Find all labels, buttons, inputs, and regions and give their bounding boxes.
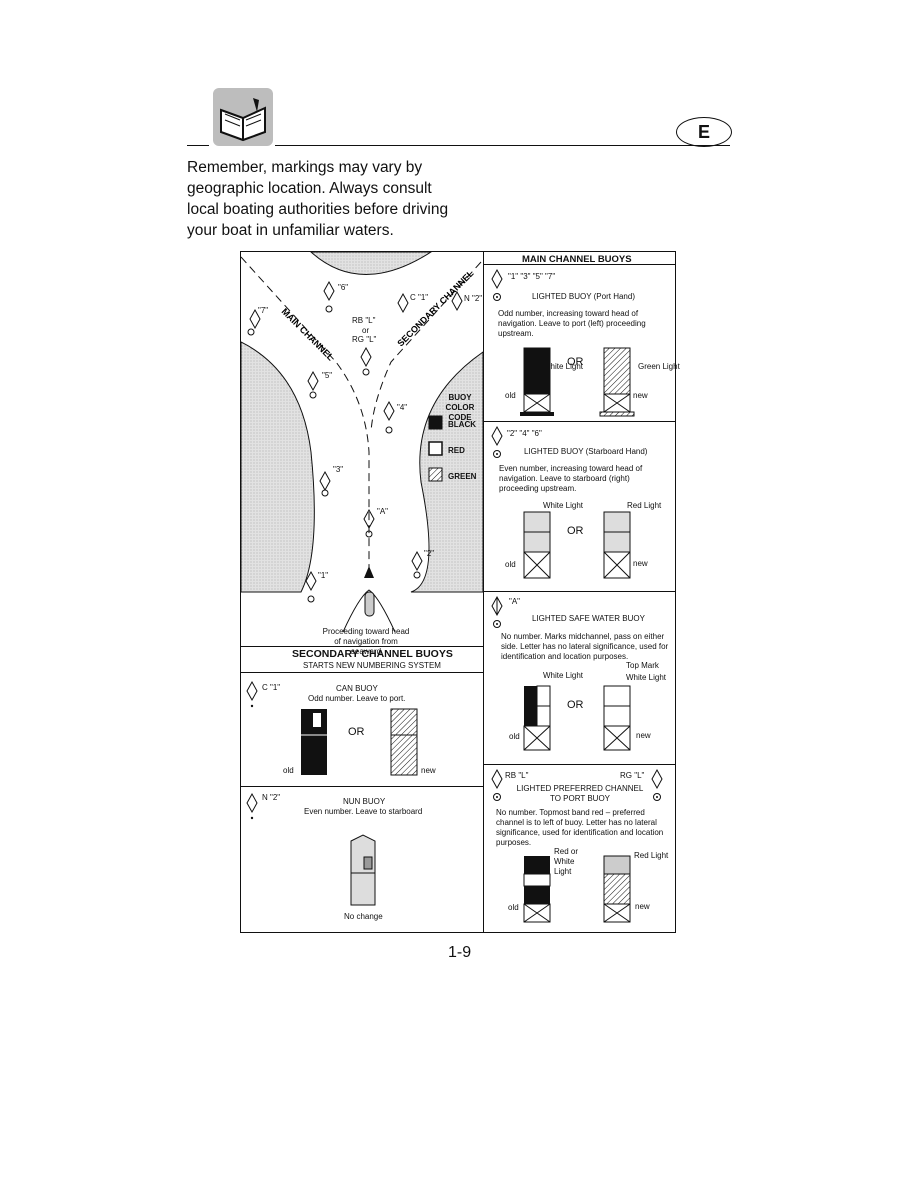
column-divider	[483, 252, 484, 932]
buoy-4-label: "4"	[397, 403, 408, 412]
preferred-rb-icon	[491, 768, 503, 801]
safe-desc: No number. Marks midchannel, pass on eit…	[501, 632, 669, 661]
safe-or: OR	[567, 699, 584, 711]
safe-title: LIGHTED SAFE WATER BUOY	[532, 614, 645, 623]
buoy-1-label: "1"	[318, 571, 329, 580]
color-code-title: BUOY COLOR CODE	[445, 393, 475, 422]
buoy-7-label: "7"	[258, 306, 269, 315]
starboard-or: OR	[567, 525, 584, 537]
port-light-new: Green Light	[638, 362, 680, 371]
port-or: OR	[567, 356, 584, 368]
safe-buoy-icon	[491, 595, 503, 628]
nun-diamond-icon	[246, 792, 258, 820]
can-title: CAN BUOY	[336, 684, 378, 693]
starboard-buoy-icon	[491, 425, 503, 458]
starboard-new: new	[633, 559, 648, 568]
main-channel-label: MAIN CHANNEL	[280, 306, 337, 363]
nun-desc: Even number. Leave to starboard	[304, 807, 423, 816]
buoy-6-label: "6"	[338, 283, 349, 292]
preferred-buoy-drawing	[523, 855, 631, 923]
starboard-buoy-drawing	[523, 511, 631, 579]
language-badge: E	[676, 117, 732, 147]
secondary-subtitle: STARTS NEW NUMBERING SYSTEM	[303, 661, 441, 670]
safe-numbers: "A"	[509, 597, 521, 606]
buoy-3-label: "3"	[333, 465, 344, 474]
secondary-title-divider	[241, 672, 483, 673]
starboard-light-new: Red Light	[627, 501, 662, 510]
port-old: old	[505, 391, 516, 400]
channel-map: MAIN CHANNEL SECONDARY CHANNEL	[241, 252, 483, 633]
starboard-title: LIGHTED BUOY (Starboard Hand)	[524, 447, 648, 456]
port-light-old: White Light	[543, 362, 584, 371]
port-starboard-divider	[484, 421, 675, 422]
can-old: old	[283, 766, 294, 775]
can-buoy-drawing	[301, 708, 418, 776]
can-nun-divider	[241, 786, 483, 787]
or-label: or	[362, 326, 370, 335]
can-desc: Odd number. Leave to port.	[308, 694, 406, 703]
preferred-rg-label: RG "L"	[620, 771, 645, 780]
color-red-label: RED	[448, 446, 465, 455]
secondary-divider	[241, 646, 483, 647]
can-diamond-icon	[246, 680, 258, 708]
rg-label: RG "L"	[352, 335, 377, 344]
secondary-channel-label: SECONDARY CHANNEL	[395, 268, 476, 349]
port-desc: Odd number, increasing toward head of na…	[498, 309, 646, 338]
secondary-title: SECONDARY CHANNEL BUOYS	[292, 648, 453, 660]
safe-light-new: White Light	[626, 673, 667, 682]
can-new: new	[421, 766, 436, 775]
safe-preferred-divider	[484, 764, 675, 765]
port-new: new	[633, 391, 648, 400]
buoy-2-label: "2"	[424, 549, 435, 558]
color-black-label: BLACK	[448, 420, 476, 429]
nun-no-change: No change	[344, 912, 383, 921]
preferred-light-new: Red Light	[634, 851, 669, 860]
nun-label: N "2"	[262, 793, 281, 802]
main-buoys-title: MAIN CHANNEL BUOYS	[522, 254, 632, 265]
preferred-rb-label: RB "L"	[505, 771, 529, 780]
starboard-safe-divider	[484, 591, 675, 592]
safe-buoy-drawing	[523, 685, 631, 751]
preferred-rg-icon	[651, 768, 663, 801]
nun-title: NUN BUOY	[343, 797, 386, 806]
preferred-desc: No number. Topmost band red – preferred …	[496, 808, 664, 847]
header-rule	[275, 145, 730, 146]
nun-n2-label: N "2"	[464, 294, 483, 303]
can-or: OR	[348, 726, 365, 738]
preferred-new: new	[635, 902, 650, 911]
can-c1-label: C "1"	[410, 293, 429, 302]
port-numbers: "1" "3" "5" "7"	[508, 272, 556, 281]
map-caption: Proceeding toward head of navigation fro…	[322, 627, 410, 656]
color-green-label: GREEN	[448, 472, 477, 481]
safe-top-mark: Top Mark	[626, 661, 659, 670]
port-buoy-icon	[491, 268, 503, 301]
safe-light-old: White Light	[543, 671, 584, 680]
safe-old: old	[509, 732, 520, 741]
port-title: LIGHTED BUOY (Port Hand)	[532, 292, 635, 301]
port-buoy-drawing	[520, 347, 635, 417]
header-rule-left	[187, 145, 209, 146]
main-title-divider	[484, 264, 675, 265]
intro-paragraph: Remember, markings may vary by geographi…	[187, 159, 449, 239]
nun-buoy-drawing	[350, 834, 376, 906]
preferred-title: LIGHTED PREFERRED CHANNEL TO PORT BUOY	[516, 784, 644, 803]
buoy-a-label: "A"	[377, 507, 389, 516]
book-icon	[213, 88, 273, 146]
starboard-desc: Even number, increasing toward head of n…	[499, 464, 643, 493]
safe-new: new	[636, 731, 651, 740]
preferred-light-old: Red or White Light	[554, 847, 579, 876]
can-label: C "1"	[262, 683, 281, 692]
starboard-old: old	[505, 560, 516, 569]
page-number: 1-9	[448, 944, 472, 961]
buoy-5-label: "5"	[322, 371, 333, 380]
rb-label: RB "L"	[352, 316, 376, 325]
preferred-old: old	[508, 903, 519, 912]
starboard-light-old: White Light	[543, 501, 584, 510]
starboard-numbers: "2" "4" "6"	[507, 429, 542, 438]
